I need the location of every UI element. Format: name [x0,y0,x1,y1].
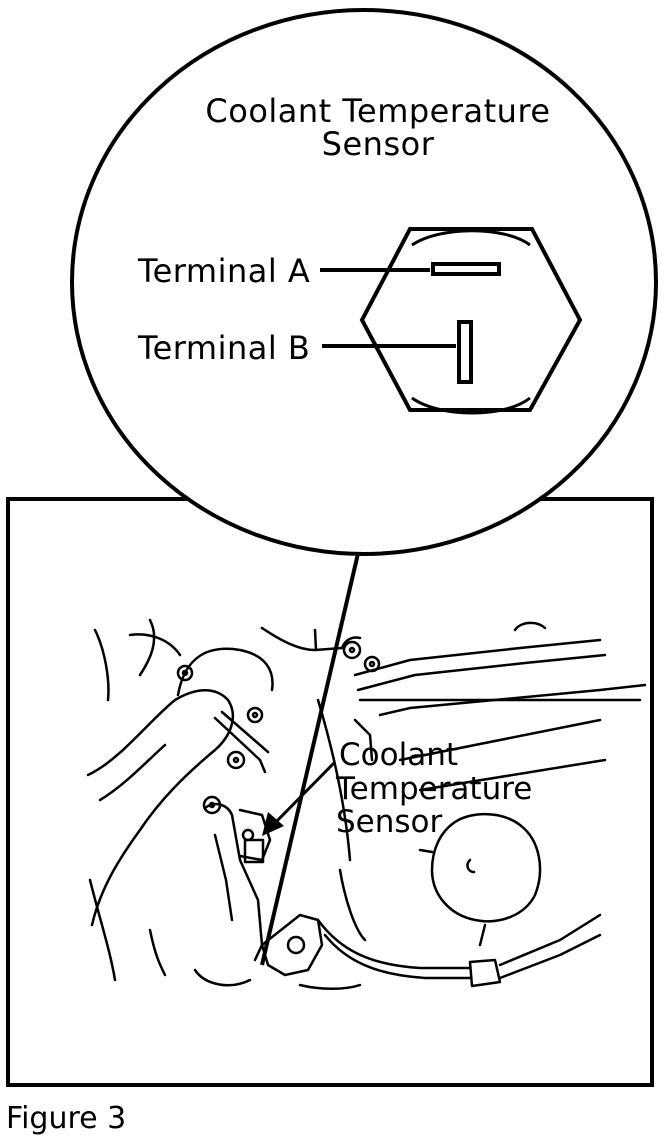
terminal-b-blade [457,320,473,384]
engine-label-pointer [270,760,337,828]
engine-illustration-frame [6,497,654,1087]
callout-title-line2: Sensor [322,125,435,163]
figure-caption: Figure 3 [6,1101,126,1136]
engine-label-line2: Temperature [335,771,532,807]
engine-label-line1: Coolant [339,737,458,773]
terminal-a-label: Terminal A [137,252,310,290]
sensor-hex-head [359,227,583,412]
callout-title-line1: Coolant Temperature [205,92,550,130]
sensor-body-outline [411,229,531,415]
engine-line-art [86,618,647,990]
terminal-b-label: Terminal B [137,329,310,367]
pointer-arrowhead [262,812,284,836]
engine-label-line3: Sensor [336,804,443,840]
callout-leader-line [260,544,362,966]
terminal-a-blade [431,262,501,276]
callout-magnifier-circle [70,8,658,556]
